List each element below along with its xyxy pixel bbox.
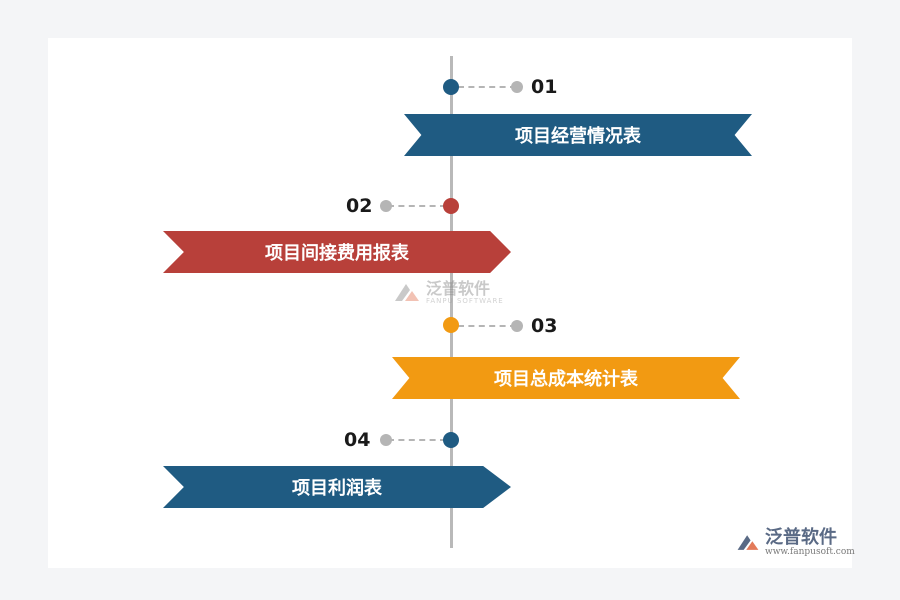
- connector-end-03: [511, 320, 523, 332]
- step-banner-03: 项目总成本统计表: [392, 357, 740, 399]
- watermark-subtitle: FANPU SOFTWARE: [426, 297, 504, 305]
- step-number-02: 02: [346, 195, 373, 217]
- timeline-node-04: [443, 432, 459, 448]
- connector-03: [458, 325, 516, 327]
- step-number-03: 03: [531, 315, 558, 337]
- brand-name: 泛普软件: [765, 527, 837, 548]
- fanpu-logo-icon: [395, 283, 419, 301]
- brand-logo: 泛普软件 www.fanpusoft.com: [735, 528, 855, 557]
- watermark-name: 泛普软件: [426, 279, 491, 298]
- timeline-node-01: [443, 79, 459, 95]
- connector-end-01: [511, 81, 523, 93]
- connector-04: [388, 439, 446, 441]
- brand-url: www.fanpusoft.com: [765, 547, 855, 557]
- step-banner-02: 项目间接费用报表: [163, 231, 511, 273]
- step-banner-01: 项目经营情况表: [404, 114, 752, 156]
- timeline-node-02: [443, 198, 459, 214]
- fanpu-logo-icon: [737, 534, 759, 550]
- timeline-node-03: [443, 317, 459, 333]
- connector-end-02: [380, 200, 392, 212]
- step-number-01: 01: [531, 76, 558, 98]
- connector-end-04: [380, 434, 392, 446]
- step-number-04: 04: [344, 429, 371, 451]
- connector-02: [388, 205, 446, 207]
- connector-01: [458, 86, 516, 88]
- step-banner-04: 项目利润表: [163, 466, 511, 508]
- timeline-spine: [450, 56, 453, 548]
- watermark: 泛普软件 FANPU SOFTWARE: [392, 280, 504, 305]
